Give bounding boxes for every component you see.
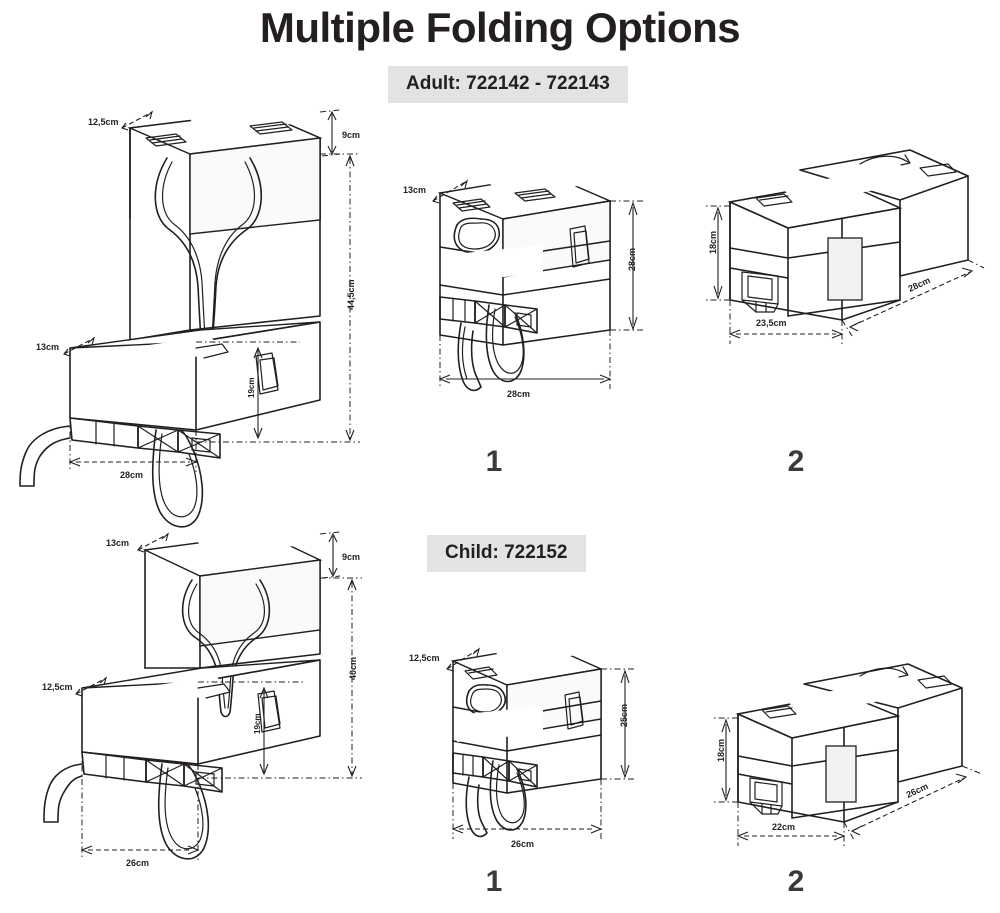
dim-label: 12,5cm — [409, 653, 440, 663]
dim-label: 13cm — [36, 342, 59, 352]
dim-label: 28cm — [120, 470, 143, 480]
figure-child-open: 13cm 9cm 12,5cm 40cm 19cm 26cm — [40, 520, 380, 890]
dim-label: 19cm — [247, 378, 256, 398]
folded-box-2 — [735, 663, 963, 823]
figure-adult-fold-1: 13cm 28cm 28cm — [395, 145, 665, 415]
dimension-annotations: 13cm 28cm 28cm — [403, 179, 645, 399]
dimension-annotations: 18cm 23,5cm 28cm — [706, 205, 985, 344]
upper-box-body — [142, 529, 323, 718]
dim-label: 18cm — [708, 231, 718, 254]
dim-label: 9cm — [342, 552, 360, 562]
dim-label: 12,5cm — [88, 117, 119, 127]
dim-label: 22cm — [772, 822, 795, 832]
dim-label: 23,5cm — [756, 318, 787, 328]
folded-box-2 — [727, 149, 969, 321]
lower-box-body — [43, 659, 321, 860]
dim-label: 44,5cm — [346, 279, 356, 310]
dimension-annotations: 12,5cm 25cm 26cm — [409, 647, 635, 849]
dim-label: 40cm — [348, 657, 358, 680]
section-badge-child: Child: 722152 — [427, 535, 586, 572]
step-number-adult-1: 1 — [485, 445, 503, 478]
figure-adult-fold-2: 18cm 23,5cm 28cm — [700, 140, 990, 370]
folded-box-1 — [437, 168, 613, 392]
dimension-annotations: 18cm 22cm 26cm — [714, 717, 983, 846]
page-title: Multiple Folding Options — [259, 4, 741, 51]
dim-label: 18cm — [716, 739, 726, 762]
dimension-annotations: 12,5cm 9cm 13cm 44,5cm 19cm 28cm — [36, 109, 360, 480]
folded-box-1 — [450, 638, 604, 838]
step-number-child-1: 1 — [485, 865, 503, 898]
dimension-annotations: 13cm 9cm 12,5cm 40cm 19cm 26cm — [42, 531, 362, 868]
figure-adult-open: 12,5cm 9cm 13cm 44,5cm 19cm 28cm — [10, 100, 370, 528]
dim-label: 28cm — [507, 389, 530, 399]
step-number-child-2: 2 — [787, 865, 805, 898]
dim-label: 28cm — [627, 248, 637, 271]
figure-child-fold-1: 12,5cm 25cm 26cm — [395, 615, 645, 865]
dim-label: 26cm — [126, 858, 149, 868]
dim-label: 25cm — [619, 704, 629, 727]
dim-label: 13cm — [106, 538, 129, 548]
section-badge-adult: Adult: 722142 - 722143 — [388, 66, 628, 103]
dim-label: 26cm — [511, 839, 534, 849]
lower-box-body — [19, 321, 321, 528]
dim-label: 9cm — [342, 130, 360, 140]
dim-label: 26cm — [905, 781, 930, 800]
figure-child-fold-2: 18cm 22cm 26cm — [700, 650, 990, 860]
step-number-adult-2: 2 — [787, 445, 805, 478]
dim-label: 19cm — [253, 714, 262, 734]
upper-box-body — [127, 106, 323, 347]
dim-label: 12,5cm — [42, 682, 73, 692]
dim-label: 13cm — [403, 185, 426, 195]
